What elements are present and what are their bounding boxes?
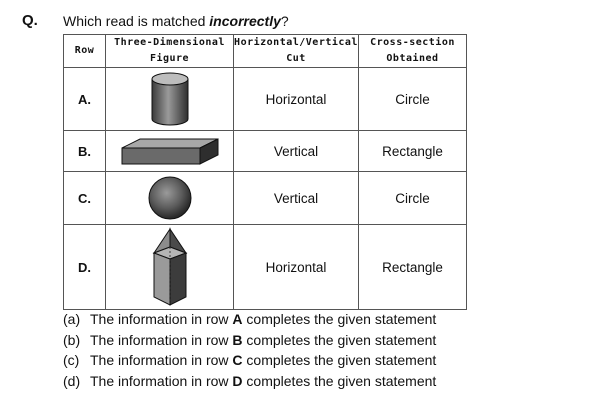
table-row: C. Vertical Circle [63,171,467,225]
rectangular-prism-figure [105,130,234,172]
cut-value: Horizontal [233,67,359,131]
header-cut-line2: Cut [286,53,306,64]
row-letter: B. [63,130,106,172]
answer-options: (a) The information in row A completes th… [63,309,436,391]
pencil-prism-icon [152,227,187,306]
option-key: (d) [63,372,81,389]
question-emphasis: incorrectly [209,13,281,29]
question-text-end: ? [280,13,289,29]
header-row: Row [63,34,106,68]
cross-section-value: Rectangle [358,224,467,310]
header-figure-line1: Three-Dimensional [114,37,225,48]
cut-value: Horizontal [233,224,359,310]
header-cross-line1: Cross-section [370,37,455,48]
row-letter: C. [63,171,106,225]
header-figure-line2: Figure [149,53,190,64]
option-c[interactable]: (c) The information in row C completes th… [63,350,436,371]
table-row: A. Horizontal Circle [63,67,467,131]
option-text-end: completes the given statement [242,331,437,348]
sphere-figure [105,171,234,225]
option-key: (a) [63,311,81,327]
option-row-letter: A [232,311,243,327]
option-text: The information in row [90,331,233,348]
table-row: D. Horizontal Rectangle [63,224,467,310]
cross-section-value: Rectangle [358,130,467,172]
question-text: Which read is matched incorrectly? [63,13,289,29]
option-text-end: completes the given statement [242,311,437,327]
option-row-letter: C [232,352,243,368]
table-row: B. Vertical Rectangle [63,130,467,172]
option-text: The information in row [90,311,233,327]
option-a[interactable]: (a) The information in row A completes th… [63,309,436,330]
pencil-prism-figure [105,224,234,310]
option-text: The information in row [90,352,233,368]
option-b[interactable]: (b) The information in row B completes th… [63,330,436,351]
option-text-end: completes the given statement [242,372,437,389]
option-text-end: completes the given statement [242,352,437,368]
cross-section-value: Circle [358,171,467,225]
question-text-start: Which read is matched [63,13,210,29]
cylinder-figure [105,67,234,131]
header-row-label: Row [74,45,95,56]
sphere-icon [148,176,191,220]
option-text: The information in row [90,372,233,389]
option-key: (b) [63,331,81,348]
option-row-letter: B [232,331,243,348]
rectangular-prism-icon [121,138,218,165]
row-letter: A. [63,67,106,131]
row-letter: D. [63,224,106,310]
option-key: (c) [63,352,80,368]
cut-value: Vertical [233,171,359,225]
cut-value: Vertical [233,130,359,172]
question-label: Q. [22,12,38,29]
header-cross-line2: Obtained [386,53,439,64]
cross-section-value: Circle [358,67,467,131]
header-cut-line1: Horizontal/Vertical [234,37,358,48]
option-d[interactable]: (d) The information in row D completes th… [63,371,436,392]
cylinder-icon [151,72,188,126]
option-row-letter: D [232,372,243,389]
